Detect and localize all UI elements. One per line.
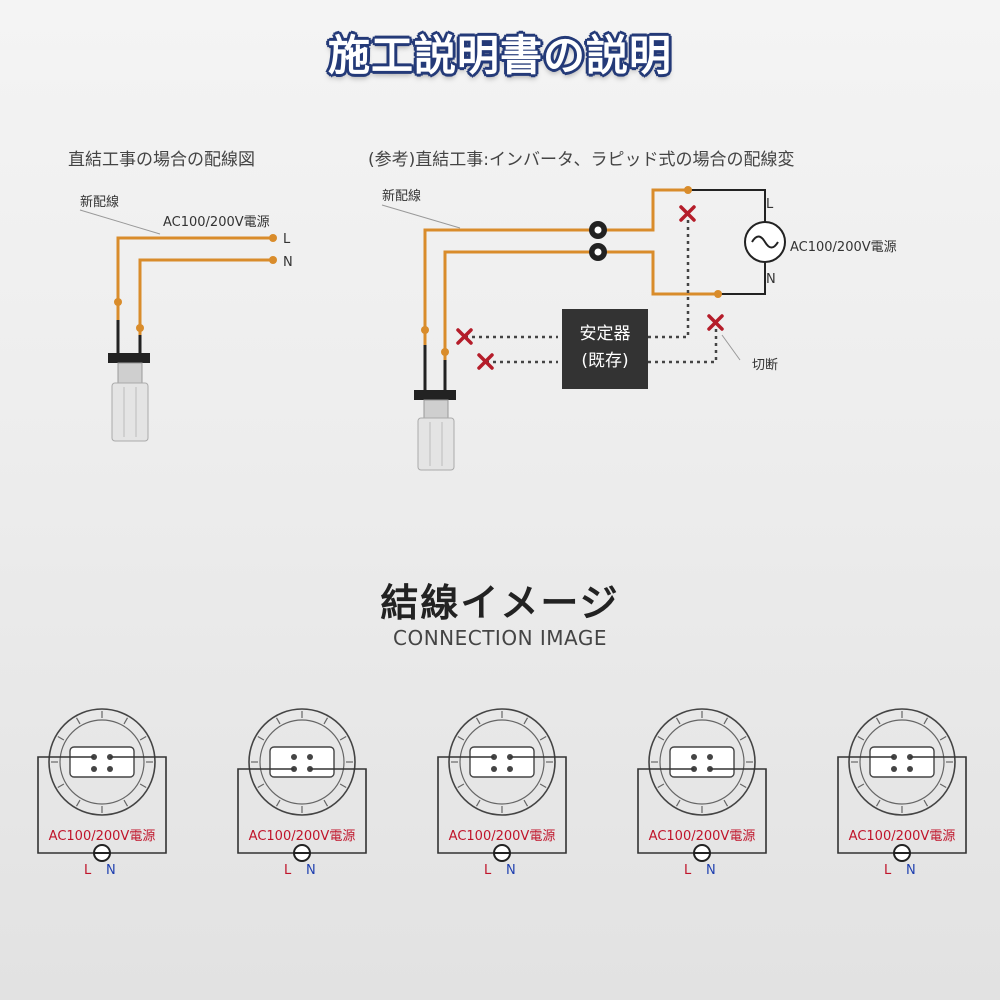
right-wire-l	[423, 228, 598, 392]
lamp-power-label: AC100/200V電源	[848, 829, 956, 844]
left-terminal-n: N	[283, 255, 293, 270]
cut-mark-icons	[456, 205, 724, 370]
ballast-box: 安定器 (既存)	[562, 309, 648, 389]
page-title: 施工説明書の説明	[327, 31, 672, 80]
left-diagram-caption: 直結工事の場合の配線図	[68, 150, 255, 170]
lamp-l-label: L	[84, 863, 92, 878]
lamp-wiring-svg	[837, 708, 967, 862]
left-new-wiring-label: 新配線	[80, 195, 120, 210]
lamp-power-label: AC100/200V電源	[448, 829, 556, 844]
lamp-l-label: L	[284, 863, 292, 878]
left-power-label: AC100/200V電源	[163, 215, 270, 230]
left-terminal-l: L	[283, 232, 291, 247]
right-diagram-caption: (参考)直結工事:インバータ、ラピッド式の場合の配線変	[368, 150, 795, 170]
lamp-wiring-svg	[637, 708, 767, 862]
lamp-n-label: N	[706, 863, 716, 878]
left-bulb-icon	[108, 353, 150, 442]
right-power-label: AC100/200V電源	[790, 240, 897, 255]
left-wiring	[79, 209, 277, 355]
left-terminal-n-dot	[269, 256, 277, 264]
lamp-n-label: N	[306, 863, 316, 878]
right-bulb-icon	[414, 390, 456, 471]
right-terminal-n: N	[766, 272, 776, 287]
left-wire-l	[116, 236, 273, 355]
connection-image-title: 結線イメージ	[380, 581, 620, 625]
lamp-power-label: AC100/200V電源	[648, 829, 756, 844]
right-wiring	[381, 186, 786, 392]
left-wire-n	[138, 258, 273, 355]
lamp-wiring-svg	[437, 708, 567, 862]
cut-label: 切断	[752, 358, 779, 373]
lamp-n-label: N	[106, 863, 116, 878]
lamp-wiring-svg	[37, 708, 167, 862]
ballast-existing-label: (既存)	[581, 351, 629, 371]
right-terminal-l: L	[766, 197, 774, 212]
right-wire-n	[443, 250, 598, 392]
lamp-n-label: N	[506, 863, 516, 878]
lamp-l-label: L	[484, 863, 492, 878]
lamp-l-label: L	[884, 863, 892, 878]
connection-image-subtitle: CONNECTION IMAGE	[392, 626, 608, 650]
lamp-power-label: AC100/200V電源	[248, 829, 356, 844]
lamp-power-label: AC100/200V電源	[48, 829, 156, 844]
ballast-label: 安定器	[579, 324, 631, 344]
wiring-diagrams-svg	[79, 186, 786, 471]
lamp-wiring-svg	[237, 708, 367, 862]
left-terminal-l-dot	[269, 234, 277, 242]
lamp-l-label: L	[684, 863, 692, 878]
lamp-n-label: N	[906, 863, 916, 878]
right-new-wiring-label: 新配線	[382, 189, 422, 204]
